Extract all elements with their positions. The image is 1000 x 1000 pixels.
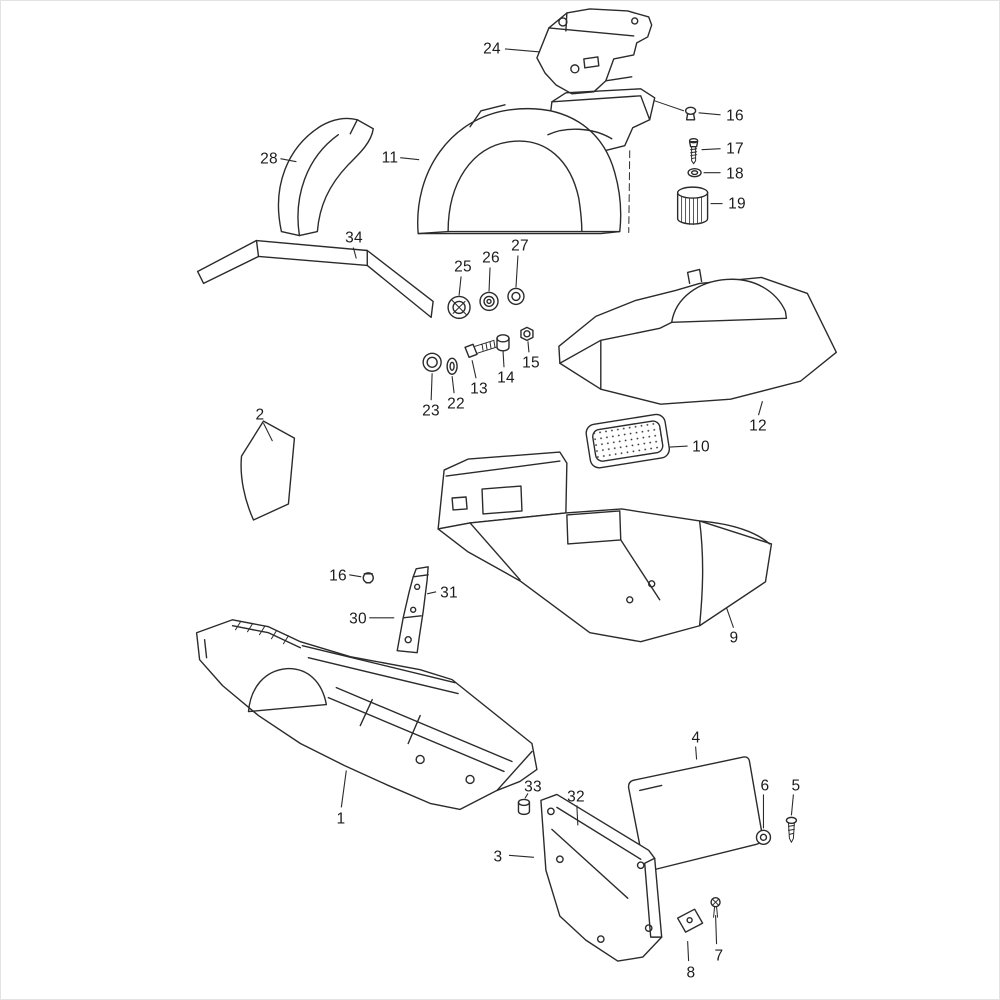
part-drawing-5 — [785, 816, 798, 843]
part-drawing-16-mid — [362, 572, 374, 584]
part-label-34: 34 — [345, 229, 363, 247]
part-drawing-17 — [688, 138, 699, 165]
part-label-19: 19 — [728, 195, 746, 213]
leader-line-3 — [508, 854, 534, 858]
leader-line-4 — [695, 746, 698, 760]
part-label-25: 25 — [454, 258, 472, 276]
leader-line-8 — [687, 941, 690, 962]
leader-line-15 — [527, 341, 530, 353]
leader-line-14 — [502, 350, 505, 368]
part-drawing-11 — [417, 88, 685, 235]
part-drawing-30-31 — [396, 566, 429, 654]
part-drawing-3 — [540, 793, 663, 962]
part-label-13: 13 — [470, 380, 488, 398]
part-label-12: 12 — [749, 417, 767, 435]
leader-line-17 — [701, 148, 721, 151]
leader-line-28 — [280, 158, 297, 163]
part-drawing-8 — [676, 908, 704, 933]
part-label-11: 11 — [381, 149, 399, 167]
part-drawing-23 — [422, 352, 442, 372]
leader-line-11 — [400, 157, 420, 161]
part-label-16-top: 16 — [726, 107, 744, 125]
part-drawing-26 — [479, 291, 499, 312]
leader-line-22 — [451, 376, 455, 394]
part-label-28: 28 — [260, 150, 278, 168]
part-label-23: 23 — [422, 402, 440, 420]
part-label-17: 17 — [726, 140, 744, 158]
leader-line-5 — [790, 794, 794, 816]
part-label-1: 1 — [336, 810, 346, 828]
leader-line-27 — [515, 255, 519, 288]
part-label-9: 9 — [729, 629, 739, 647]
part-drawing-10 — [585, 413, 671, 469]
part-drawing-12 — [558, 268, 838, 405]
part-drawing-28 — [277, 117, 374, 237]
part-drawing-19 — [676, 186, 709, 225]
part-drawing-15 — [520, 326, 534, 342]
part-label-10: 10 — [692, 438, 710, 456]
part-label-15: 15 — [522, 354, 540, 372]
part-drawing-14 — [496, 334, 510, 352]
part-label-18: 18 — [726, 165, 744, 183]
leader-line-2 — [262, 422, 273, 442]
part-drawing-25 — [447, 295, 471, 320]
part-label-2: 2 — [255, 406, 265, 424]
part-label-27: 27 — [511, 237, 529, 255]
part-label-31: 31 — [440, 584, 458, 602]
part-drawing-18 — [687, 167, 702, 178]
part-label-33: 33 — [524, 778, 542, 796]
part-label-24: 24 — [483, 40, 501, 58]
leader-line-7 — [715, 915, 718, 945]
part-label-30: 30 — [349, 610, 367, 628]
part-drawing-24 — [536, 8, 653, 95]
part-drawing-33 — [517, 798, 531, 816]
part-drawing-22 — [446, 357, 458, 375]
part-drawing-2 — [240, 420, 296, 521]
leader-line-9 — [726, 607, 735, 628]
part-drawing-16-top — [684, 106, 697, 121]
part-label-22: 22 — [447, 395, 465, 413]
leader-line-1 — [340, 770, 347, 808]
leader-line-12 — [757, 401, 764, 416]
part-drawing-1 — [195, 619, 538, 811]
leader-line-23 — [430, 373, 433, 401]
leader-line-26 — [488, 267, 491, 292]
part-label-7: 7 — [714, 947, 724, 965]
leader-line-10 — [669, 445, 688, 448]
part-drawing-4 — [627, 756, 764, 872]
part-drawing-9 — [437, 451, 773, 643]
leader-lines-layer — [262, 48, 794, 962]
leader-line-31 — [427, 591, 437, 595]
part-label-16-mid: 16 — [329, 567, 347, 585]
part-drawing-34 — [196, 239, 434, 319]
part-label-5: 5 — [791, 777, 801, 795]
part-label-8: 8 — [686, 964, 696, 982]
part-drawing-27 — [507, 287, 525, 306]
leader-line-33 — [524, 793, 529, 799]
part-drawing-7 — [710, 897, 721, 918]
leader-line-13 — [471, 360, 477, 379]
leader-line-32 — [576, 805, 579, 826]
part-label-32: 32 — [567, 788, 585, 806]
part-label-14: 14 — [497, 369, 515, 387]
leader-line-16-top — [698, 112, 721, 116]
part-label-4: 4 — [691, 729, 701, 747]
leader-line-16-mid — [349, 574, 362, 578]
part-label-6: 6 — [760, 777, 770, 795]
part-label-26: 26 — [482, 249, 500, 267]
part-drawing-6 — [755, 829, 772, 846]
leader-line-24 — [504, 48, 540, 53]
part-label-3: 3 — [493, 848, 503, 866]
leader-line-34 — [352, 247, 357, 259]
part-drawing-13 — [464, 339, 497, 358]
leader-line-25 — [458, 276, 462, 296]
